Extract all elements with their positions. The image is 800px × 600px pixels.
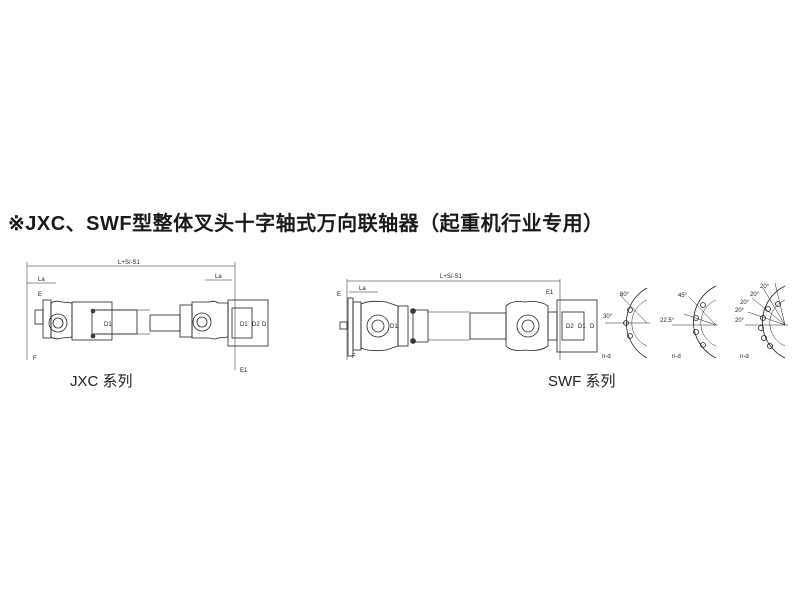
swf-length-label: L+S/-S1 [440, 274, 463, 280]
swf-d1-mid-label: D1 [390, 324, 398, 330]
swf-drawing: L+S/-S1 La E F E1 D1 D2 D1 D [337, 274, 598, 360]
jxc-la-label: La [38, 277, 45, 283]
jxc-la-right-label: La [215, 274, 222, 280]
jxc-caption: JXC 系列 [70, 373, 133, 390]
flange-view-1: 60° 30° n-d [602, 287, 650, 360]
flange-view-3: 20° 20° 20° 20° 20° n-d [735, 282, 788, 360]
flange-1-holes-label: n-d [602, 354, 611, 360]
jxc-d1-label: D1 [240, 322, 248, 328]
jxc-e-label: E [38, 292, 42, 298]
flange-3-angle-4: 20° [735, 308, 745, 314]
jxc-length-label: L+S/-S1 [118, 260, 141, 266]
swf-d1-label: D1 [578, 324, 586, 330]
flange-3-holes-label: n-d [740, 354, 749, 360]
swf-d-label: D [590, 324, 595, 330]
jxc-e1-label: E1 [240, 368, 248, 374]
swf-e-label: E [337, 292, 341, 298]
jxc-d2-label: D2 [252, 322, 260, 328]
flange-3-angle-3: 20° [740, 300, 750, 306]
flange-2-holes-label: n-d [672, 354, 681, 360]
jxc-f-label: F [33, 356, 37, 362]
jxc-d-label: D [262, 322, 267, 328]
flange-3-angle-2: 20° [750, 292, 760, 298]
swf-caption: SWF 系列 [548, 373, 616, 390]
flange-2-angle-45: 45° [678, 293, 688, 299]
page-title: ※JXC、SWF型整体叉头十字轴式万向联轴器（起重机行业专用） [8, 213, 604, 235]
flange-1-angle-60: 60° [620, 292, 630, 298]
swf-e1-label: E1 [546, 290, 554, 296]
jxc-d1-mid-label: D1 [104, 322, 112, 328]
swf-f-label: F [352, 354, 356, 360]
swf-la-label: La [359, 286, 366, 292]
flange-2-angle-22-5: 22.5° [660, 318, 675, 324]
swf-d2-label: D2 [566, 324, 574, 330]
flange-3-angle-5: 20° [735, 318, 745, 324]
jxc-drawing: L+S/-S1 La La E F E1 D1 D1 D2 D [26, 260, 269, 374]
flange-1-angle-30: 30° [603, 314, 613, 320]
flange-3-angle-1: 20° [760, 284, 770, 290]
flange-view-2: 45° 22.5° n-d [660, 285, 718, 360]
